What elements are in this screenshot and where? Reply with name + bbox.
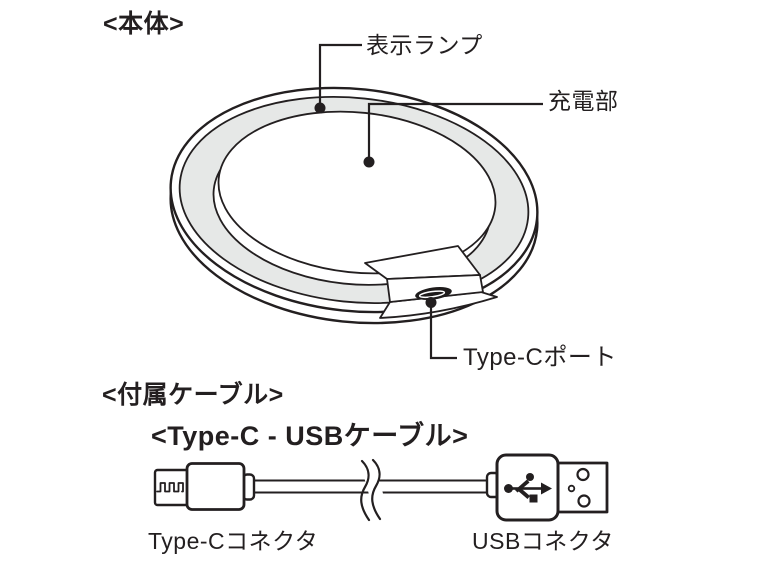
cable-section-heading: <付属ケーブル> xyxy=(102,381,284,409)
type-c-port-label: Type-Cポート xyxy=(463,344,617,371)
callout-type-c-port xyxy=(425,297,457,360)
cable-illustration xyxy=(153,453,609,522)
charging-area-label: 充電部 xyxy=(548,88,619,114)
callout-indicator-lamp xyxy=(314,43,362,114)
ring-body-illustration xyxy=(169,86,539,325)
body-section-heading: <本体> xyxy=(103,10,185,38)
cable-break-icon xyxy=(360,458,384,522)
indicator-lamp-dot xyxy=(314,102,326,114)
type-c-connector-label: Type-Cコネクタ xyxy=(148,528,319,554)
type-c-port-dot xyxy=(425,297,437,308)
cable-type-heading: <Type-C - USBケーブル> xyxy=(151,421,469,451)
type-c-connector-icon xyxy=(153,462,256,511)
ring-inner-hole xyxy=(217,110,497,275)
usb-connector-label: USBコネクタ xyxy=(472,528,614,554)
callout-charging-area xyxy=(363,102,543,168)
type-c-pins xyxy=(156,482,184,493)
usb-logo-icon xyxy=(504,473,552,503)
ring-front-lower-wall xyxy=(379,291,498,319)
type-c-port xyxy=(415,287,452,300)
charging-area-dot xyxy=(363,156,375,168)
indicator-lamp-label: 表示ランプ xyxy=(366,32,483,58)
usb-connector-icon xyxy=(485,453,609,522)
